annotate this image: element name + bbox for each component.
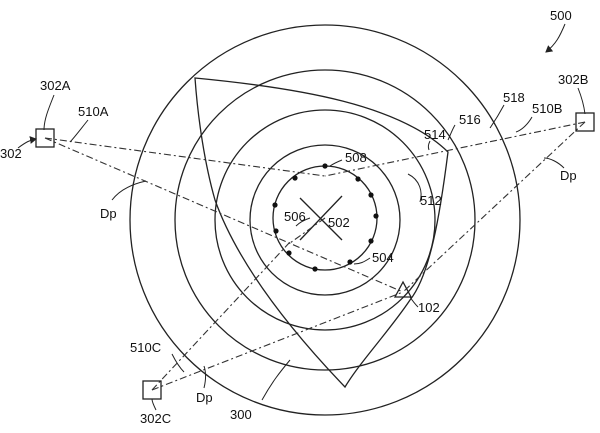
- center-dash-arm: [289, 217, 326, 244]
- leader-518: [489, 104, 505, 129]
- leader-512: [407, 173, 422, 203]
- dp-left-label: Dp: [100, 206, 117, 221]
- leader-510a: [69, 119, 89, 143]
- path-c-to-center: [151, 241, 291, 391]
- ring-514-label: 514: [424, 127, 446, 142]
- leader-506: [295, 217, 311, 227]
- ring-dot: [368, 192, 374, 198]
- node-302a-label: 302A: [40, 78, 71, 93]
- path-510c-label: 510C: [130, 340, 161, 355]
- path-a-to-cluster: [44, 137, 326, 177]
- ring-dot: [312, 266, 318, 272]
- path-510a-label: 510A: [78, 104, 109, 119]
- ring-516: [174, 69, 476, 371]
- node-302b-label: 302B: [558, 72, 588, 87]
- leader-dp-bottom: [203, 365, 206, 389]
- path-b-to-cluster: [324, 121, 586, 177]
- leader-102: [409, 296, 419, 308]
- dp-bottom-label: Dp: [196, 390, 213, 405]
- leader-514: [427, 140, 431, 151]
- fig-number-label: 500: [550, 8, 572, 23]
- leader-510c: [171, 353, 185, 373]
- leader-302a: [43, 94, 55, 131]
- leader-504: [353, 257, 371, 265]
- ring-dot: [347, 259, 353, 265]
- center-x-mark-a: [299, 197, 343, 241]
- path-b-to-target: [402, 121, 586, 293]
- leader-510b: [515, 116, 533, 133]
- ring-518-label: 518: [503, 90, 525, 105]
- node-302c-label: 302C: [140, 411, 171, 426]
- ring-dot: [322, 163, 328, 169]
- ring-512-label: 512: [420, 193, 442, 208]
- ring-dot: [286, 250, 292, 256]
- center-x-mark-b: [299, 195, 343, 241]
- ring-dot: [368, 238, 374, 244]
- cluster-504-label: 504: [372, 250, 394, 265]
- ring-dot: [373, 213, 379, 219]
- leader-500: [545, 23, 566, 53]
- region-300-label: 300: [230, 407, 252, 422]
- cluster-508-label: 508: [345, 150, 367, 165]
- node-group-302-label: 302: [0, 146, 22, 161]
- ring-512: [249, 144, 401, 296]
- leader-508: [329, 159, 343, 167]
- ring-dot: [355, 176, 361, 182]
- leader-dp-left: [111, 180, 147, 201]
- dp-right-label: Dp: [560, 168, 577, 183]
- leader-516: [447, 124, 456, 141]
- ring-dot: [273, 228, 279, 234]
- ring-514: [214, 109, 436, 331]
- target-102-label: 102: [418, 300, 440, 315]
- leader-302b: [577, 87, 586, 115]
- ring-516-label: 516: [459, 112, 481, 127]
- ring-518: [129, 24, 521, 416]
- leader-302c: [151, 398, 157, 411]
- leader-dp-right: [543, 157, 565, 169]
- center-502-label: 502: [328, 215, 350, 230]
- path-a-to-target: [44, 137, 404, 293]
- inner-ring-dots: [272, 163, 379, 272]
- leader-302: [17, 136, 37, 149]
- ring-dot: [292, 175, 298, 181]
- center-506-label: 506: [284, 209, 306, 224]
- region-300-outline: [194, 77, 449, 389]
- path-510b-label: 510B: [532, 101, 562, 116]
- target-102-triangle: [393, 280, 413, 298]
- ring-dot: [272, 202, 278, 208]
- leader-300: [261, 359, 291, 401]
